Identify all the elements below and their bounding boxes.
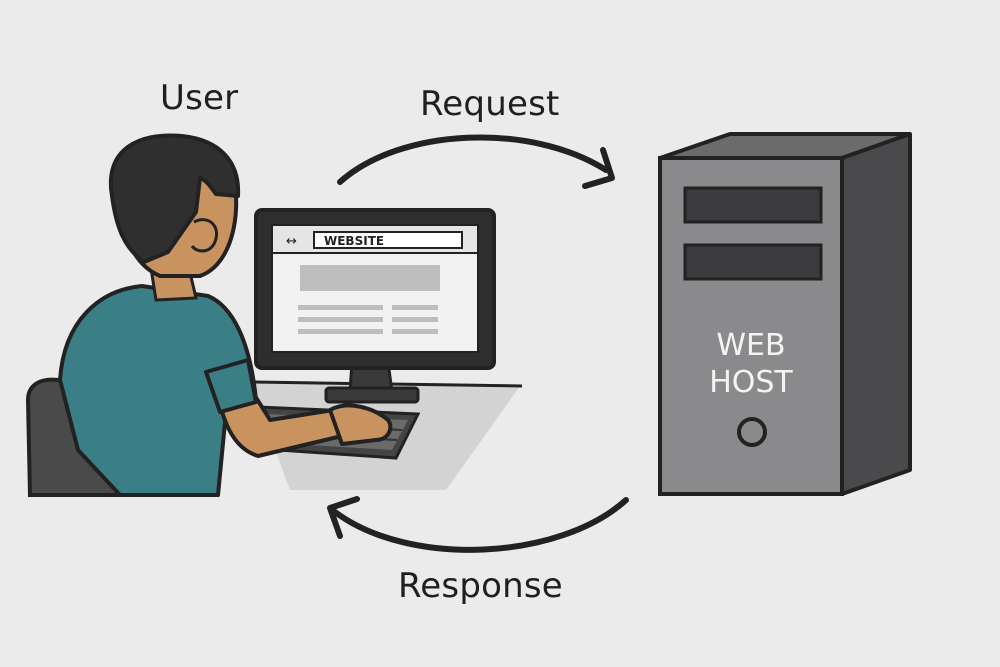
request-label: Request [420,84,560,124]
response-label: Response [398,566,563,606]
monitor: ↔ WEBSITE [254,208,496,370]
browser-nav-icon: ↔ [286,234,297,249]
server-tower: WEB HOST [658,132,912,496]
user-hand [328,403,393,446]
response-arrow-icon [327,496,629,553]
request-arrow-icon [337,134,615,189]
server-label-line1: WEB [716,328,785,363]
user-head [108,133,241,278]
power-button-icon [737,417,767,447]
browser-address-text: WEBSITE [324,234,384,248]
server-label-line2: HOST [709,365,793,400]
web-page-banner [300,265,440,291]
user-label: User [160,78,239,118]
